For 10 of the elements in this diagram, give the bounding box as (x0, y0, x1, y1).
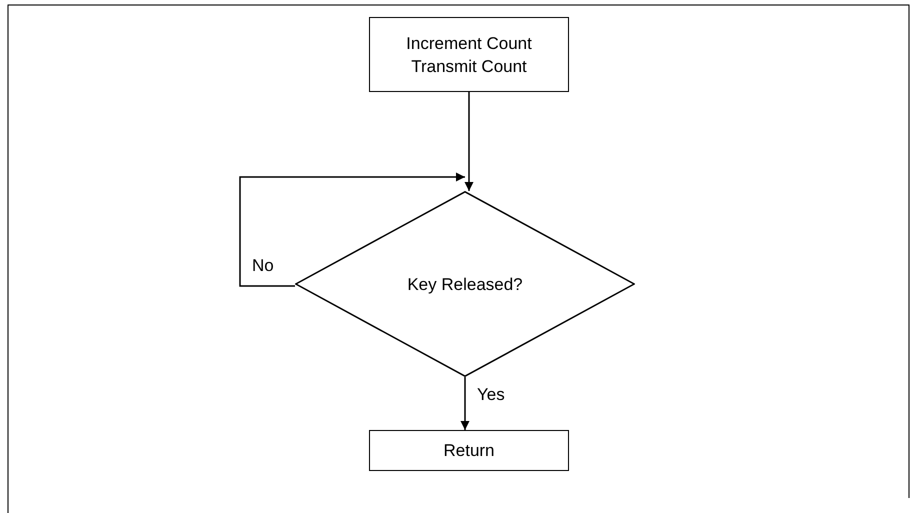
arrow (464, 92, 474, 191)
node-text: Transmit Count (411, 56, 527, 78)
decision-diamond (295, 191, 635, 377)
process-box (369, 17, 569, 92)
arrow (239, 172, 465, 287)
node-text: Return (443, 440, 495, 462)
process-box (369, 430, 569, 471)
node-text: Increment Count (406, 32, 532, 54)
arrow (460, 377, 470, 430)
node-text: Key Released? (407, 274, 523, 296)
